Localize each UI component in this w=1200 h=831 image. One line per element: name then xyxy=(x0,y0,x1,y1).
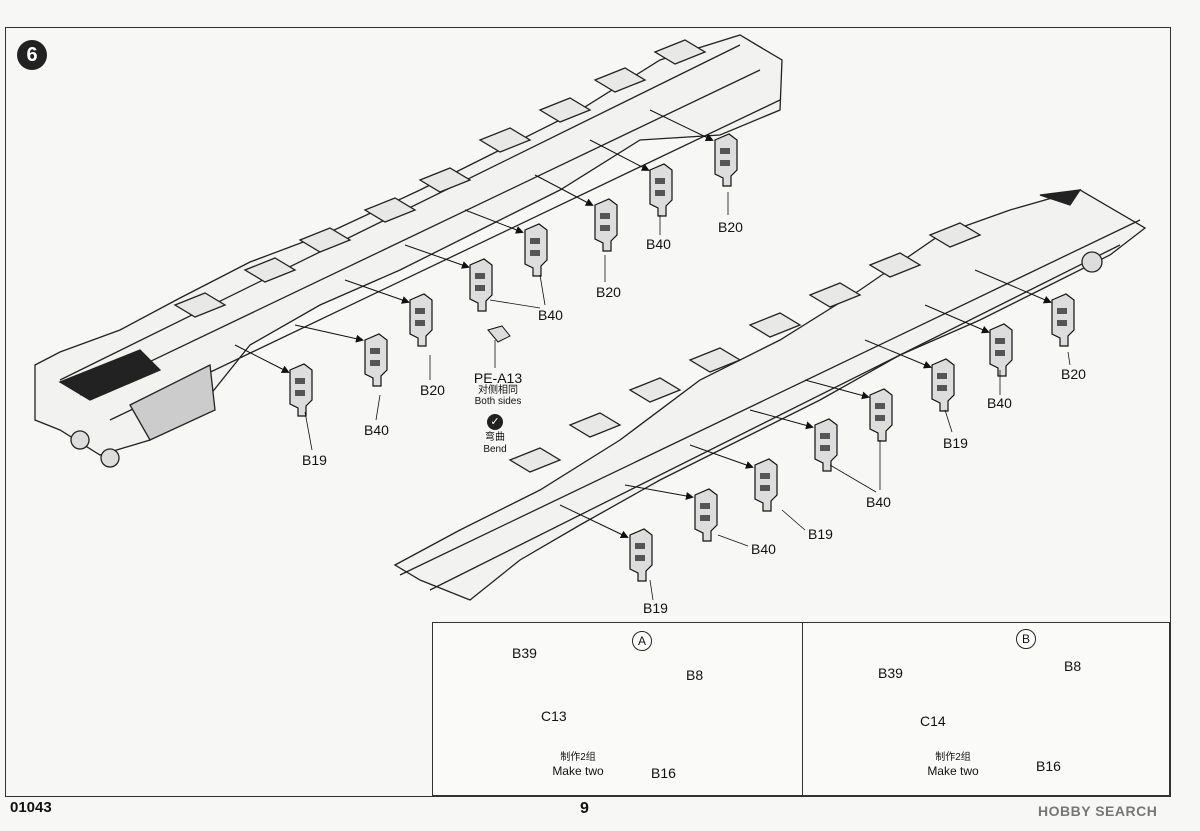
inset-b-part-b39: B39 xyxy=(878,665,903,681)
left-leader-arrows xyxy=(234,109,714,373)
part-label-b20: B20 xyxy=(718,219,743,235)
pe-note-en: Both sides xyxy=(474,396,522,407)
bend-note-cn: 弯曲 xyxy=(485,432,505,443)
part-label-b40: B40 xyxy=(751,541,776,557)
part-label-b40: B40 xyxy=(987,395,1012,411)
inset-b-letter: B xyxy=(1016,629,1036,649)
product-code: 01043 xyxy=(10,799,52,816)
inset-a-part-b8: B8 xyxy=(686,667,704,683)
page-number: 9 xyxy=(580,800,589,817)
left-frame-rail xyxy=(34,34,783,468)
part-label-b40: B40 xyxy=(646,236,671,252)
part-label-b40: B40 xyxy=(538,307,563,323)
bend-icon: ✓ xyxy=(487,414,503,430)
inset-b-panel xyxy=(802,622,1170,796)
left-brackets xyxy=(289,133,738,417)
pe-note-cn: 对侧相同 xyxy=(478,385,518,396)
inset-a-note-en: Make two xyxy=(552,764,604,778)
step-number-badge: 6 xyxy=(17,40,47,70)
pe-part-label: PE-A13 xyxy=(473,370,523,386)
inset-a-part-c13: C13 xyxy=(541,708,567,724)
right-frame-rail xyxy=(393,189,1147,601)
bend-note-en: Bend xyxy=(483,444,507,455)
inset-a-part-b16: B16 xyxy=(651,765,676,781)
watermark-logo: HOBBY SEARCH xyxy=(1038,803,1158,819)
label-leaders xyxy=(304,192,1071,601)
part-label-b40: B40 xyxy=(866,494,891,510)
part-label-b19: B19 xyxy=(302,452,327,468)
inset-b-part-b16: B16 xyxy=(1036,758,1061,774)
part-label-b40: B40 xyxy=(364,422,389,438)
right-leader-arrows xyxy=(559,269,1052,539)
inset-a-letter: A xyxy=(632,631,652,651)
inset-b-part-c14: C14 xyxy=(920,713,946,729)
inset-a-panel xyxy=(432,622,804,796)
part-label-b19: B19 xyxy=(943,435,968,451)
part-label-b19: B19 xyxy=(643,600,668,616)
part-label-b20: B20 xyxy=(596,284,621,300)
inset-a-note-cn: 制作2组 xyxy=(560,752,596,763)
step-frame xyxy=(5,27,1171,797)
inset-b-note-en: Make two xyxy=(927,764,979,778)
inset-b-note-cn: 制作2组 xyxy=(935,752,971,763)
part-label-b19: B19 xyxy=(808,526,833,542)
inset-b-part-b8: B8 xyxy=(1064,658,1082,674)
inset-a-part-b39: B39 xyxy=(512,645,537,661)
part-label-b20: B20 xyxy=(1061,366,1086,382)
part-label-b20: B20 xyxy=(420,382,445,398)
